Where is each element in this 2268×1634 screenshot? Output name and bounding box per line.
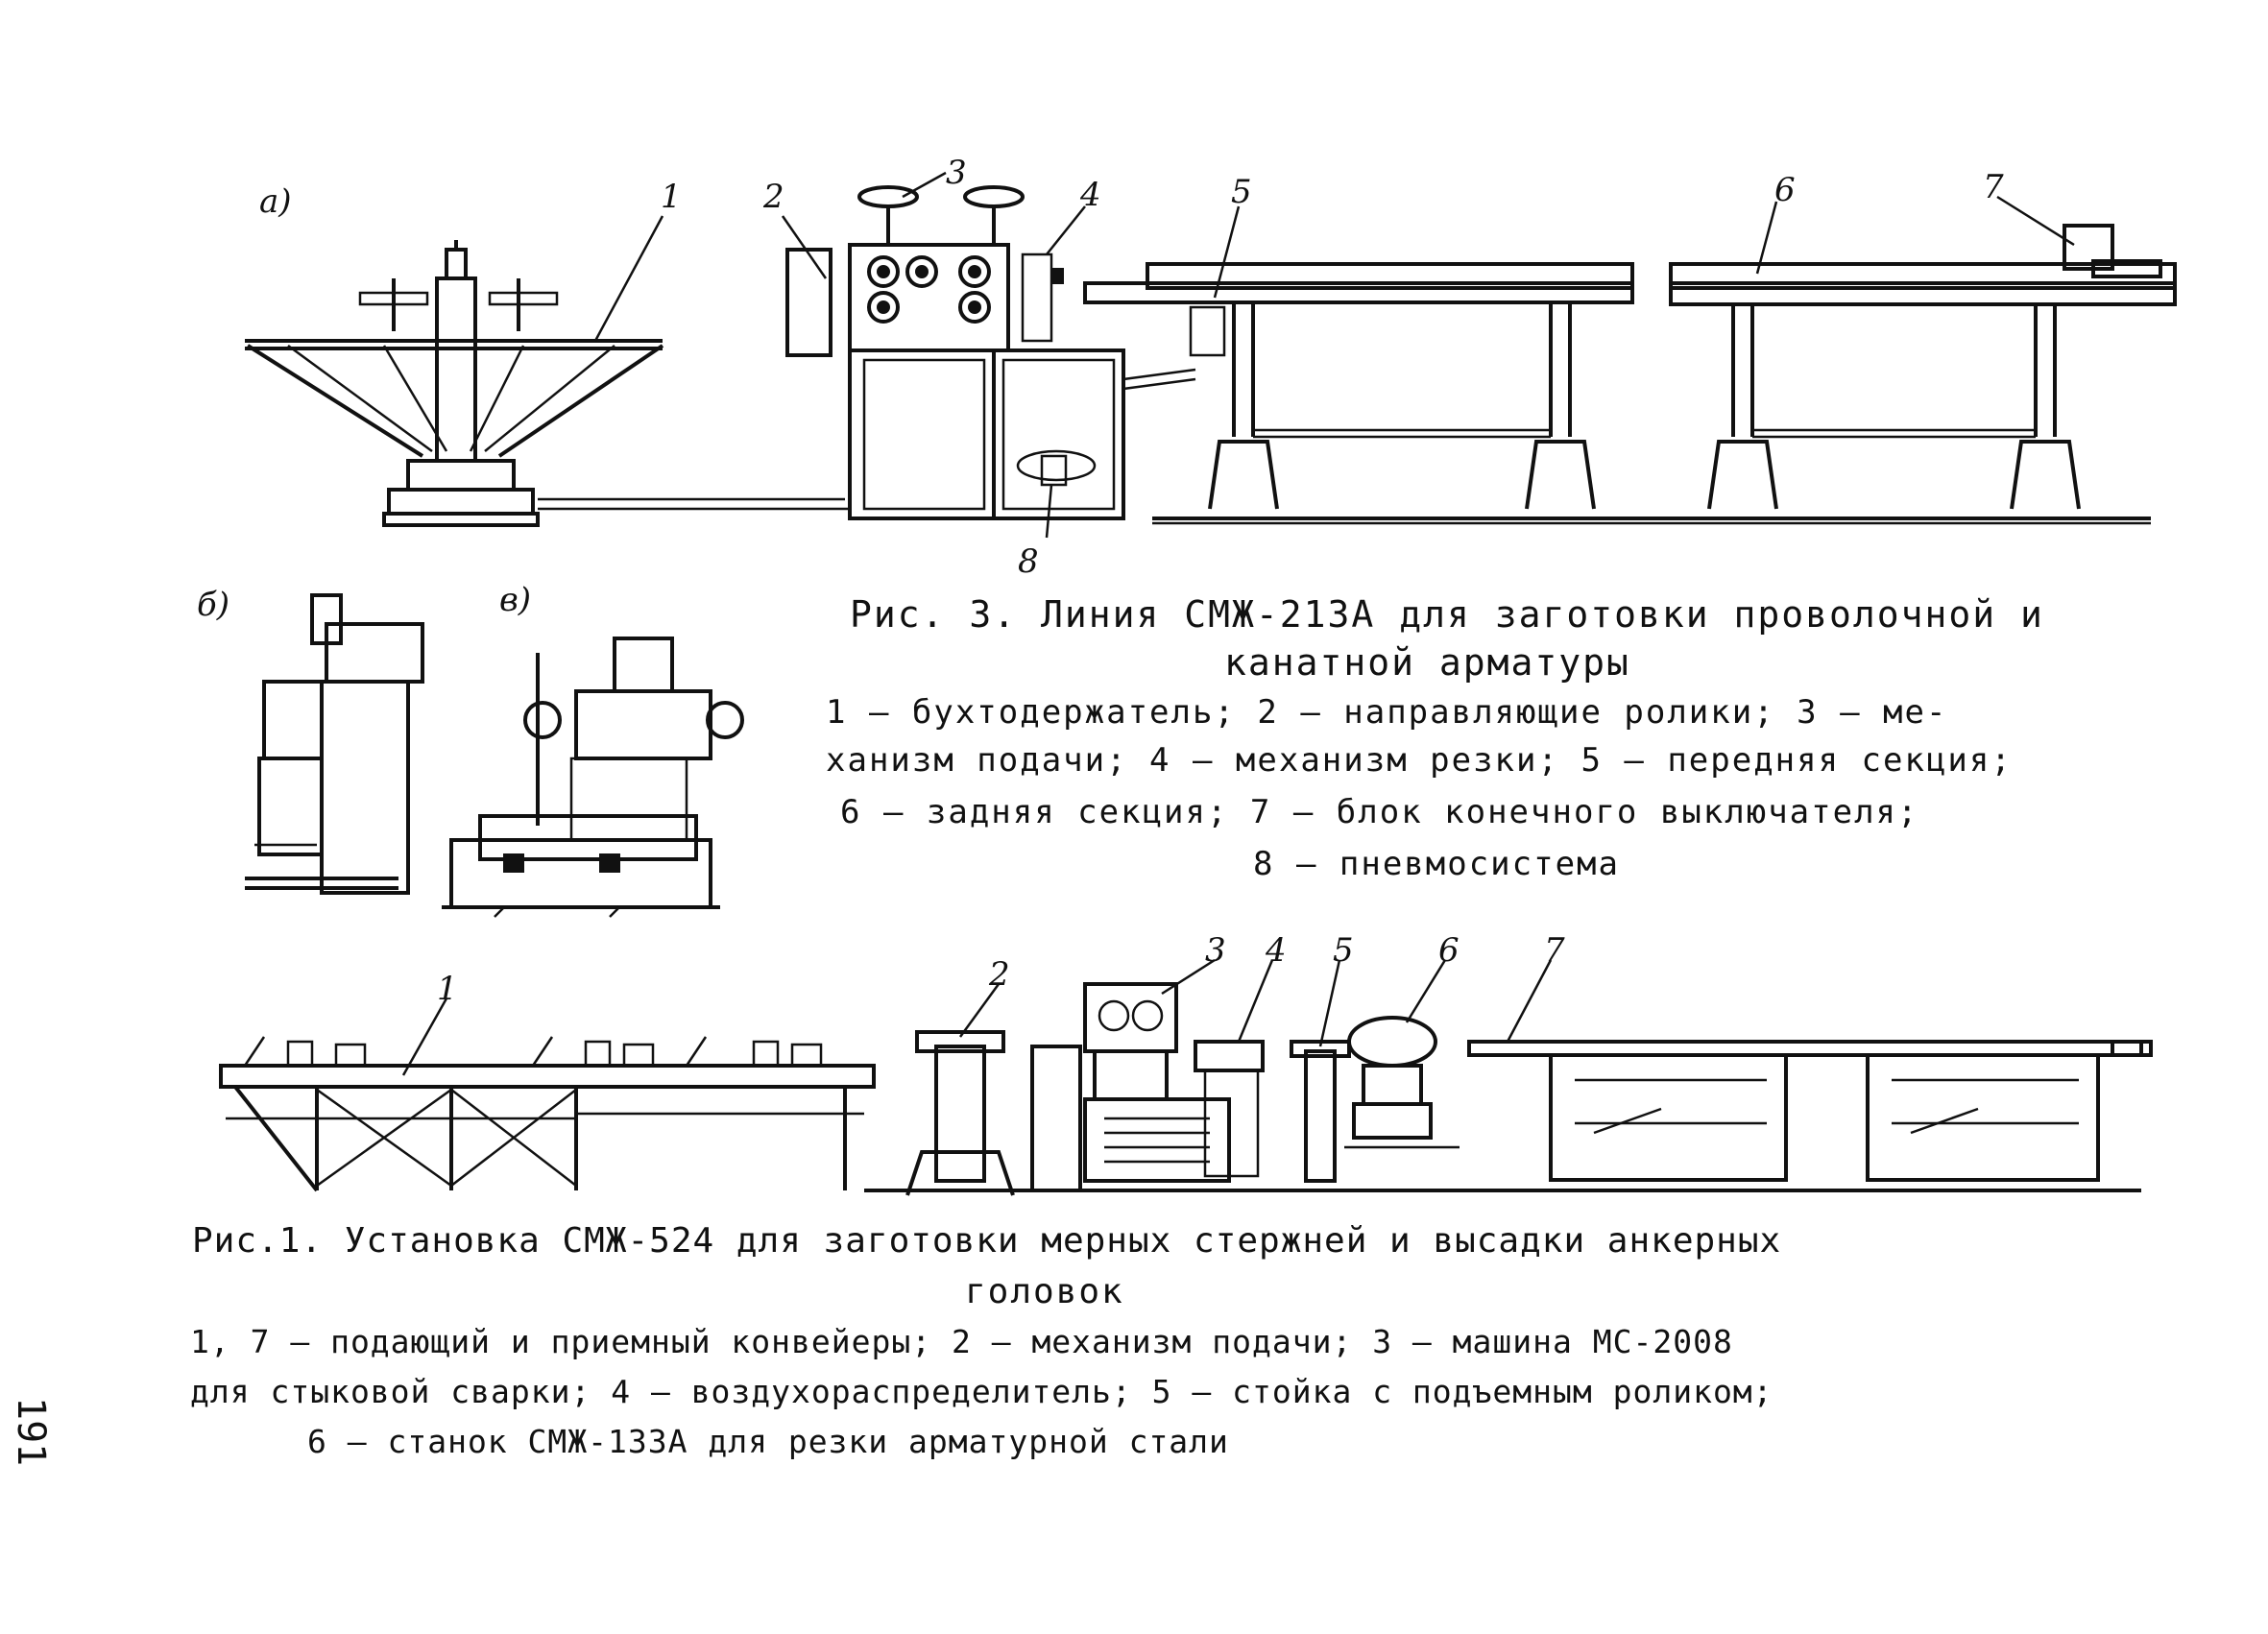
- fig1-feeding-conveyor: [219, 1036, 876, 1192]
- fig1-legend-line2: для стыковой сварки; 4 – воздухораспреде…: [190, 1373, 1773, 1410]
- fig1-callout-7: 7: [1544, 931, 1565, 970]
- fig1-callout-6: 6: [1438, 931, 1460, 970]
- fig1-callout-1: 1: [437, 970, 458, 1008]
- fig3-panel-label-v: в): [499, 581, 532, 619]
- fig1-receiving-conveyor: [1467, 1040, 2153, 1182]
- fig3-legend-line4: 8 – пневмосистема: [1253, 845, 1620, 883]
- fig1-caption-title-line2: головок: [965, 1272, 1124, 1311]
- fig3-callout-8: 8: [1018, 542, 1039, 581]
- fig1-callout-4: 4: [1266, 931, 1287, 970]
- fig3-panel-label-a: а): [259, 182, 292, 221]
- fig1-callout-5: 5: [1333, 931, 1354, 970]
- fig1-callout-2: 2: [989, 955, 1010, 994]
- page-number: 191: [9, 1397, 53, 1467]
- fig1-leader-lines: [401, 958, 1553, 1076]
- fig3-callout-2: 2: [763, 178, 784, 216]
- fig3-callout-3: 3: [946, 154, 967, 192]
- fig3-legend-line3: 6 – задняя секция; 7 – блок конечного вы…: [840, 793, 1919, 831]
- fig3-caption-title-line2: канатной арматуры: [1224, 641, 1630, 684]
- fig3-conveyor-sections: [1083, 224, 2177, 525]
- fig1-caption-title-line1: Рис.1. Установка СМЖ-524 для заготовки м…: [192, 1221, 1782, 1261]
- fig3-callout-6: 6: [1774, 171, 1796, 209]
- fig3-leader-lines: [593, 171, 2075, 539]
- fig3-callout-7: 7: [1983, 168, 2004, 206]
- fig1-legend-line3: 6 – станок СМЖ-133А для резки арматурной…: [307, 1423, 1229, 1460]
- fig3-panel-label-b: б): [197, 586, 230, 624]
- fig3-callout-4: 4: [1080, 176, 1101, 214]
- fig3-side-view-b: [245, 593, 424, 895]
- fig3-legend-line2: ханизм подачи; 4 – механизм резки; 5 – п…: [826, 741, 2013, 780]
- fig1-machines: [864, 982, 2141, 1196]
- fig1-legend-line1: 1, 7 – подающий и приемный конвейеры; 2 …: [190, 1323, 1733, 1360]
- fig1-callout-3: 3: [1205, 931, 1226, 970]
- fig3-front-view-v: [442, 637, 744, 918]
- fig3-legend-line1: 1 – бухтодержатель; 2 – направляющие рол…: [826, 693, 1948, 732]
- fig3-coil-holder: [245, 240, 850, 527]
- fig3-callout-5: 5: [1231, 173, 1252, 211]
- fig3-caption-title-line1: Рис. 3. Линия СМЖ-213А для заготовки про…: [850, 593, 2044, 636]
- fig3-callout-1: 1: [661, 178, 682, 216]
- fig3-feed-machine: [785, 185, 1196, 520]
